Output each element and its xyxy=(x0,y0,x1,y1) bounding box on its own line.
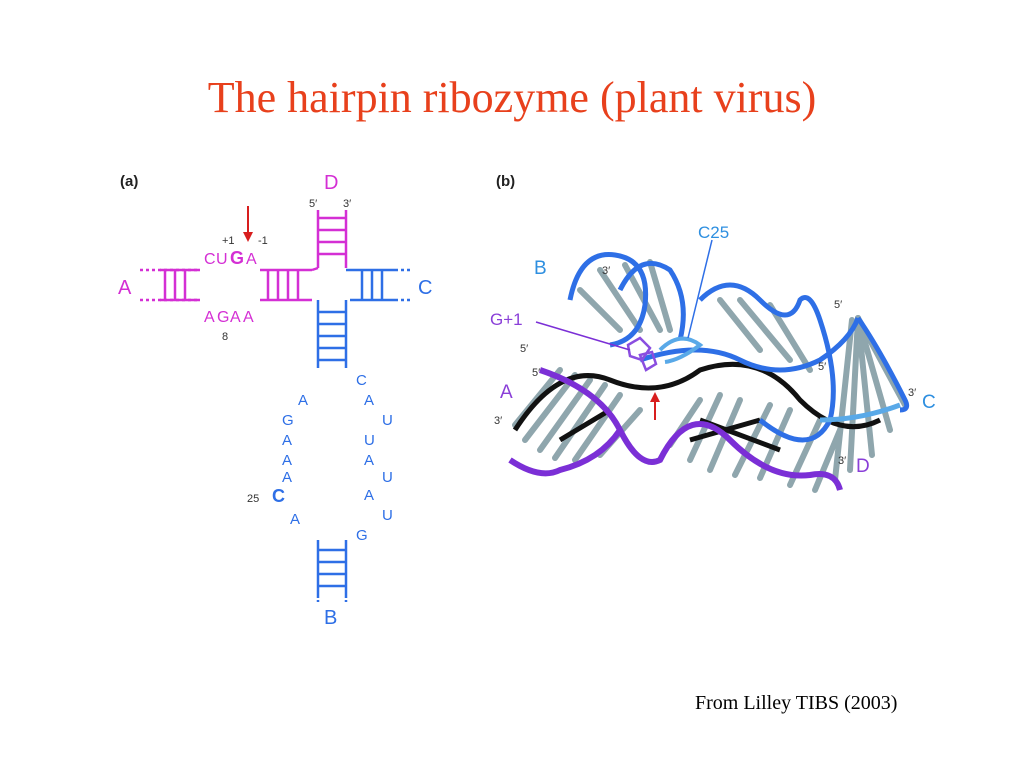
loop-left-strand: A G A A A C A xyxy=(272,392,308,528)
nucleotide: G xyxy=(217,309,229,326)
label-g1: G+1 xyxy=(490,310,523,329)
end-d-3prime: 3′ xyxy=(838,455,846,467)
c25-nucleotide-shape xyxy=(658,336,704,364)
end-c-3prime: 3′ xyxy=(908,387,916,399)
strand-blue-loop-b2 xyxy=(617,260,686,341)
label-helix-a: A xyxy=(500,382,513,403)
panel-b-label: (b) xyxy=(496,173,515,190)
helix-c-label: C xyxy=(418,277,432,299)
c25-pointer-line xyxy=(687,239,713,339)
label-helix-d: D xyxy=(856,456,870,477)
nucleotide: A xyxy=(282,452,292,469)
nucleotide-c25: C xyxy=(272,486,285,506)
nucleotide: A xyxy=(298,392,308,409)
end-d-5prime: 5′ xyxy=(818,361,826,373)
panel-a-secondary-structure: (a) A xyxy=(118,172,432,629)
slide-title: The hairpin ribozyme (plant virus) xyxy=(207,73,817,122)
helix-a-label: A xyxy=(118,277,132,299)
nucleotide: C xyxy=(204,251,216,268)
cleavage-minus1: -1 xyxy=(258,235,268,247)
cleavage-arrow-3d xyxy=(650,392,660,420)
figure-credit: From Lilley TIBS (2003) xyxy=(695,692,898,714)
end-c-5prime: 5′ xyxy=(834,299,842,311)
cleavage-plus1: +1 xyxy=(222,235,235,247)
strand-blue-upper xyxy=(639,317,861,373)
nucleotide: G xyxy=(230,248,244,268)
nucleotide: U xyxy=(382,469,393,486)
strand-blue-helix-c-end xyxy=(855,316,910,413)
helix-d-label: D xyxy=(324,172,338,194)
nucleotide: A xyxy=(282,469,292,486)
end-5prime-upper: 5′ xyxy=(520,343,528,355)
helix-b-label: B xyxy=(324,607,337,629)
end-a-5prime: 5′ xyxy=(532,367,540,379)
nucleotide: A xyxy=(243,309,254,326)
g1-pointer-line xyxy=(535,321,631,351)
nucleotide: U xyxy=(216,251,228,268)
helix-b-stem xyxy=(316,540,348,602)
cleavage-arrow xyxy=(243,206,253,242)
helix-d-stem xyxy=(311,210,348,272)
helix-a-stem xyxy=(140,268,200,302)
nucleotide: U xyxy=(382,507,393,524)
panel-a-label: (a) xyxy=(120,173,138,190)
nucleotide-number-25: 25 xyxy=(247,493,259,505)
end-a-3prime: 3′ xyxy=(494,415,502,427)
nucleotide: A xyxy=(204,309,215,326)
junction-center xyxy=(316,268,350,368)
strand-lightblue xyxy=(819,402,901,423)
nucleotide: A xyxy=(364,452,374,469)
g1-nucleotide-shape xyxy=(626,336,658,372)
strand-purple xyxy=(539,367,843,491)
nucleotide: A xyxy=(230,309,241,326)
nucleotide: G xyxy=(356,527,368,544)
nucleotide: G xyxy=(282,412,294,429)
nucleotide: A xyxy=(364,392,374,409)
label-helix-b: B xyxy=(534,258,547,279)
helix-c-stem xyxy=(350,268,412,302)
bottom-strand-sequence: A G A A xyxy=(204,309,254,326)
panel-b-tertiary-structure: (b) xyxy=(490,173,936,493)
nucleotide: C xyxy=(356,372,367,389)
strand-black-back xyxy=(512,361,882,432)
strand-blue-helix-c xyxy=(698,282,836,443)
nucleotide: A xyxy=(246,251,257,268)
helix-center-left-stem xyxy=(260,268,312,302)
nucleotide: A xyxy=(282,432,292,449)
label-c25: C25 xyxy=(698,223,729,242)
helix-d-5prime: 5′ xyxy=(309,198,317,210)
label-helix-c: C xyxy=(922,392,936,413)
helix-d-3prime: 3′ xyxy=(343,198,351,210)
nucleotide-number-8: 8 xyxy=(222,331,228,343)
nucleotide: A xyxy=(290,511,300,528)
nucleotide: U xyxy=(382,412,393,429)
strand-purple-lower xyxy=(508,428,623,477)
nucleotide: U xyxy=(364,432,375,449)
end-b-3prime: 3′ xyxy=(602,265,610,277)
top-strand-sequence: C U G A xyxy=(204,248,257,268)
loop-right-strand: C A U U A U A U G xyxy=(356,372,393,544)
nucleotide: A xyxy=(364,487,374,504)
